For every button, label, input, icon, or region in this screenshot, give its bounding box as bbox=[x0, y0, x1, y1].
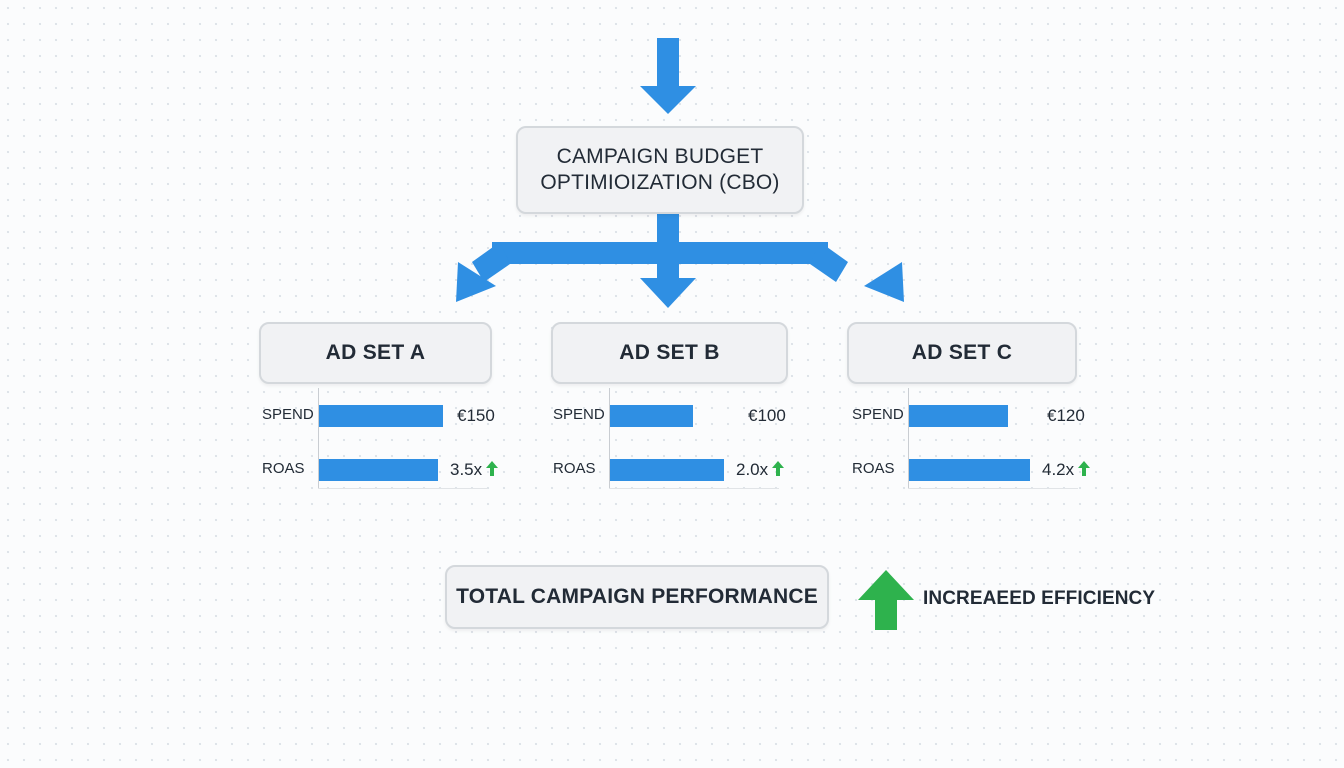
roas-value-text: 3.5x bbox=[450, 460, 483, 479]
ad-set-c-metrics: SPEND ROAS €120 4.2x bbox=[852, 388, 1102, 490]
spend-label: SPEND bbox=[553, 406, 605, 423]
cbo-box: CAMPAIGN BUDGET OPTIMIOIZATION (CBO) bbox=[516, 126, 804, 214]
ad-set-b-metrics: SPEND ROAS €100 2.0x bbox=[553, 388, 803, 490]
ad-set-a-metrics: SPEND ROAS €150 3.5x bbox=[262, 388, 512, 490]
incoming-arrow-icon bbox=[640, 38, 696, 114]
roas-bar bbox=[909, 459, 1030, 481]
ad-set-b-box: AD SET B bbox=[551, 322, 788, 384]
metrics-axis bbox=[318, 388, 319, 488]
metrics-axis bbox=[908, 388, 909, 488]
spend-value: €120 bbox=[1047, 406, 1085, 425]
metrics-baseline bbox=[318, 488, 488, 489]
roas-up-icon bbox=[486, 461, 499, 476]
trunk-connector bbox=[657, 214, 679, 246]
metrics-axis bbox=[609, 388, 610, 488]
cbo-title-line2: OPTIMIOIZATION (CBO) bbox=[540, 171, 780, 194]
roas-value: 2.0x bbox=[736, 459, 785, 481]
spend-bar bbox=[319, 405, 443, 427]
branch-arrow-left-icon bbox=[456, 242, 510, 302]
ad-set-b-title: AD SET B bbox=[619, 341, 720, 364]
ad-set-c-box: AD SET C bbox=[847, 322, 1077, 384]
cbo-title-line1: CAMPAIGN BUDGET bbox=[556, 145, 764, 168]
branch-arrow-right-icon bbox=[810, 242, 904, 302]
roas-value: 4.2x bbox=[1042, 459, 1091, 481]
roas-up-icon bbox=[772, 461, 785, 476]
spend-bar bbox=[909, 405, 1008, 427]
spend-value: €100 bbox=[748, 406, 786, 425]
increased-efficiency-label: INCREAEED EFFICIENCY bbox=[923, 588, 1156, 609]
spend-label: SPEND bbox=[262, 406, 314, 423]
metrics-baseline bbox=[609, 488, 779, 489]
roas-bar bbox=[319, 459, 438, 481]
branch-bar bbox=[492, 242, 828, 264]
ad-set-c-title: AD SET C bbox=[911, 341, 1013, 364]
roas-label: ROAS bbox=[262, 460, 305, 477]
roas-up-icon bbox=[1078, 461, 1091, 476]
roas-label: ROAS bbox=[852, 460, 895, 477]
roas-value-text: 2.0x bbox=[736, 460, 769, 479]
roas-value-text: 4.2x bbox=[1042, 460, 1075, 479]
spend-bar bbox=[610, 405, 693, 427]
ad-set-a-box: AD SET A bbox=[259, 322, 492, 384]
roas-value: 3.5x bbox=[450, 459, 499, 481]
total-performance-label: TOTAL CAMPAIGN PERFORMANCE bbox=[456, 585, 818, 608]
roas-label: ROAS bbox=[553, 460, 596, 477]
total-performance-box: TOTAL CAMPAIGN PERFORMANCE bbox=[445, 565, 829, 629]
ad-set-a-title: AD SET A bbox=[325, 341, 426, 364]
spend-value: €150 bbox=[457, 406, 495, 425]
branch-arrow-center-icon bbox=[640, 262, 696, 308]
spend-label: SPEND bbox=[852, 406, 904, 423]
roas-bar bbox=[610, 459, 724, 481]
up-arrow-icon bbox=[858, 570, 914, 630]
metrics-baseline bbox=[908, 488, 1078, 489]
